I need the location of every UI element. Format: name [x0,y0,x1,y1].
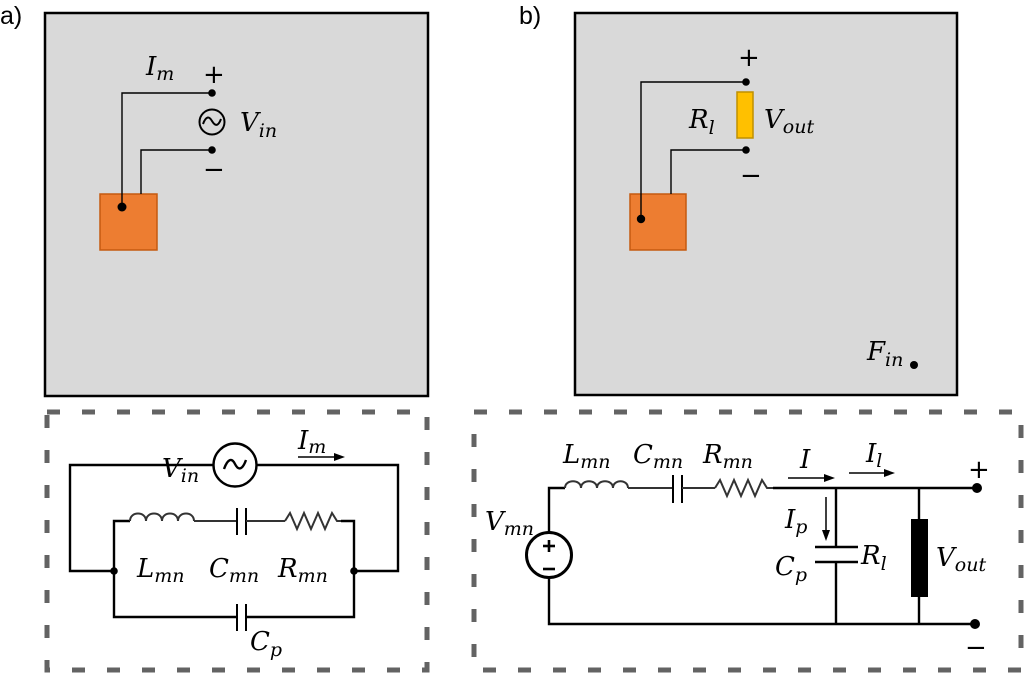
patch-electrode-a [99,193,158,251]
label-ip-b: Ip [784,505,807,538]
ac-source-icon [198,108,226,136]
capacitor-icon-cp-b [815,545,858,564]
label-rl-b: Rl [860,541,887,575]
label-vmn-b: Vmn [485,507,534,540]
capacitor-icon-cmn-a [236,508,247,535]
panel-b-label: b) [519,2,541,30]
label-i-b: I [799,445,811,475]
label-cmn-a: Cmn [209,554,259,587]
terminal-plus-a [208,89,216,97]
force-point-dot [910,361,918,369]
resistor-icon-b [714,477,773,499]
terminal-minus-b [742,146,750,154]
panel-b-layout: + − Rl Vout Fin [573,11,959,397]
outer-wire-right-a [257,463,400,573]
minus-sign-circuit-b: − [965,633,987,663]
inductor-icon-a [129,512,195,522]
ac-source-icon-circuit [212,442,258,488]
minus-sign-a: − [203,155,225,185]
plus-sign-circuit-b: + [968,455,990,485]
minus-sign-b: − [740,161,762,191]
capacitor-icon-cp-a [236,604,247,631]
load-resistor-icon [736,91,754,139]
outer-wire-left-a [68,463,213,573]
label-im-circuit: Im [297,426,326,458]
current-arrow-im [298,453,345,461]
wire-minus-a [140,149,212,194]
voltage-label-vout: Vout [764,105,814,138]
force-label-fin: Fin [866,337,903,371]
inductor-icon-b [564,480,629,489]
circuit-b: + − Vmn Lmn Cmn Rmn I Il Ip Cp Rl Vout [485,439,990,663]
terminal-plus-b [742,78,750,86]
node-left-a [110,567,118,575]
wire-source-top-b [547,486,565,532]
dc-source-icon [525,531,573,579]
panel-a-label: a) [0,2,22,30]
output-terminal-plus [972,483,982,493]
current-arrow-ip [822,497,830,541]
voltage-label-vin: Vin [240,108,277,142]
resistor-icon-a [284,510,341,532]
plus-sign-a: + [203,60,225,90]
wire-bottom-b [547,578,975,626]
load-resistor-icon-circuit [911,519,928,597]
label-rmn-a: Rmn [277,554,328,587]
label-cp-b: Cp [775,552,807,586]
contact-dot-a [117,202,127,212]
wire-plus-b [640,81,746,219]
label-il-b: Il [865,439,882,472]
terminal-minus-a [208,146,216,154]
circuit-a: Vin Im Lmn Cmn Rmn Cp [68,426,400,661]
label-cp-a: Cp [250,627,282,661]
node-right-a [350,567,358,575]
label-cmn-b: Cmn [633,440,683,473]
wire-minus-b [670,149,746,194]
circuit-box-a [44,409,430,673]
current-arrow-i [788,474,835,482]
circuit-box-b [471,409,1024,673]
wire-plus-a [121,92,212,207]
current-arrow-il [849,469,895,477]
panel-a-layout: + − Im Vin [43,11,430,398]
output-terminal-minus [970,619,980,629]
contact-dot-b [636,214,646,224]
plus-sign-b: + [738,43,760,73]
current-label-im: Im [145,52,174,85]
label-rmn-b: Rmn [702,440,753,473]
label-lmn-a: Lmn [136,554,185,587]
capacitor-icon-cmn-b [672,475,683,503]
load-label-rl: Rl [688,105,715,139]
label-vin-circuit: Vin [162,454,199,487]
label-vout-b: Vout [936,543,986,576]
label-lmn-b: Lmn [562,440,611,473]
